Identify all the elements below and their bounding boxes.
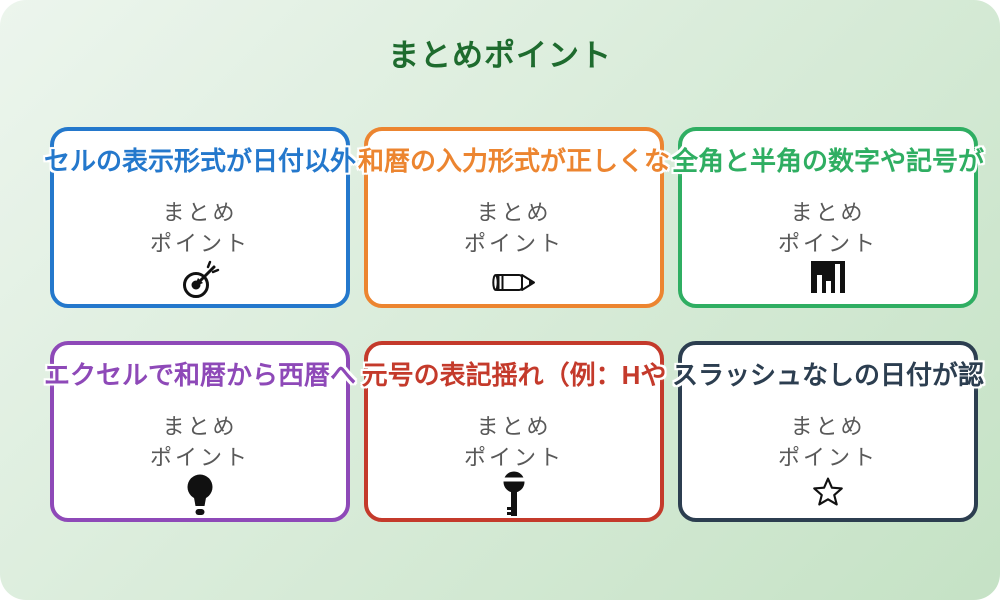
card-title: エクセルで和暦から西暦へ xyxy=(44,360,357,390)
memo-line-2: ポイント xyxy=(463,445,564,471)
card-title: 和暦の入力形式が正しくな xyxy=(358,146,671,176)
summary-card: 全角と半角の数字や記号が まとめ ポイント xyxy=(672,127,985,308)
card-title: 元号の表記揺れ（例：Hや xyxy=(361,360,667,390)
memo-line-1: まとめ xyxy=(476,200,552,226)
memo-line-2: ポイント xyxy=(149,231,250,257)
memo-line-2: ポイント xyxy=(777,445,878,471)
key-icon xyxy=(500,471,528,517)
card-title: セルの表示形式が日付以外 xyxy=(44,146,357,176)
memo-line-2: ポイント xyxy=(149,445,250,471)
lightbulb-icon xyxy=(185,473,215,517)
card-memo: まとめ ポイント xyxy=(150,411,250,473)
memo-line-1: まとめ xyxy=(790,414,866,440)
card-memo: まとめ ポイント xyxy=(464,411,564,473)
card-title: スラッシュなしの日付が認 xyxy=(672,360,985,390)
memo-line-2: ポイント xyxy=(463,231,564,257)
pencil-icon xyxy=(491,259,537,294)
target-icon xyxy=(179,259,221,301)
page-title: まとめポイント xyxy=(388,38,612,73)
summary-card: 元号の表記揺れ（例：Hや まとめ ポイント xyxy=(361,341,667,522)
card-title: 全角と半角の数字や記号が xyxy=(672,146,985,176)
memo-line-2: ポイント xyxy=(777,231,878,257)
memo-line-1: まとめ xyxy=(162,200,238,226)
star-icon xyxy=(812,473,844,508)
summary-card: 和暦の入力形式が正しくな まとめ ポイント xyxy=(358,127,671,308)
card-memo: まとめ ポイント xyxy=(778,411,878,473)
card-memo: まとめ ポイント xyxy=(778,197,878,259)
memo-line-1: まとめ xyxy=(790,200,866,226)
bar-chart-icon xyxy=(808,259,848,295)
card-memo: まとめ ポイント xyxy=(464,197,564,259)
memo-line-1: まとめ xyxy=(476,414,552,440)
memo-line-1: まとめ xyxy=(162,414,238,440)
summary-card: スラッシュなしの日付が認 まとめ ポイント xyxy=(672,341,985,522)
card-memo: まとめ ポイント xyxy=(150,197,250,259)
cards-grid: セルの表示形式が日付以外 まとめ ポイント 和暦の入力形式が正しくな xyxy=(44,127,985,522)
summary-card: セルの表示形式が日付以外 まとめ ポイント xyxy=(44,127,357,308)
summary-card: エクセルで和暦から西暦へ まとめ ポイント xyxy=(44,341,357,522)
